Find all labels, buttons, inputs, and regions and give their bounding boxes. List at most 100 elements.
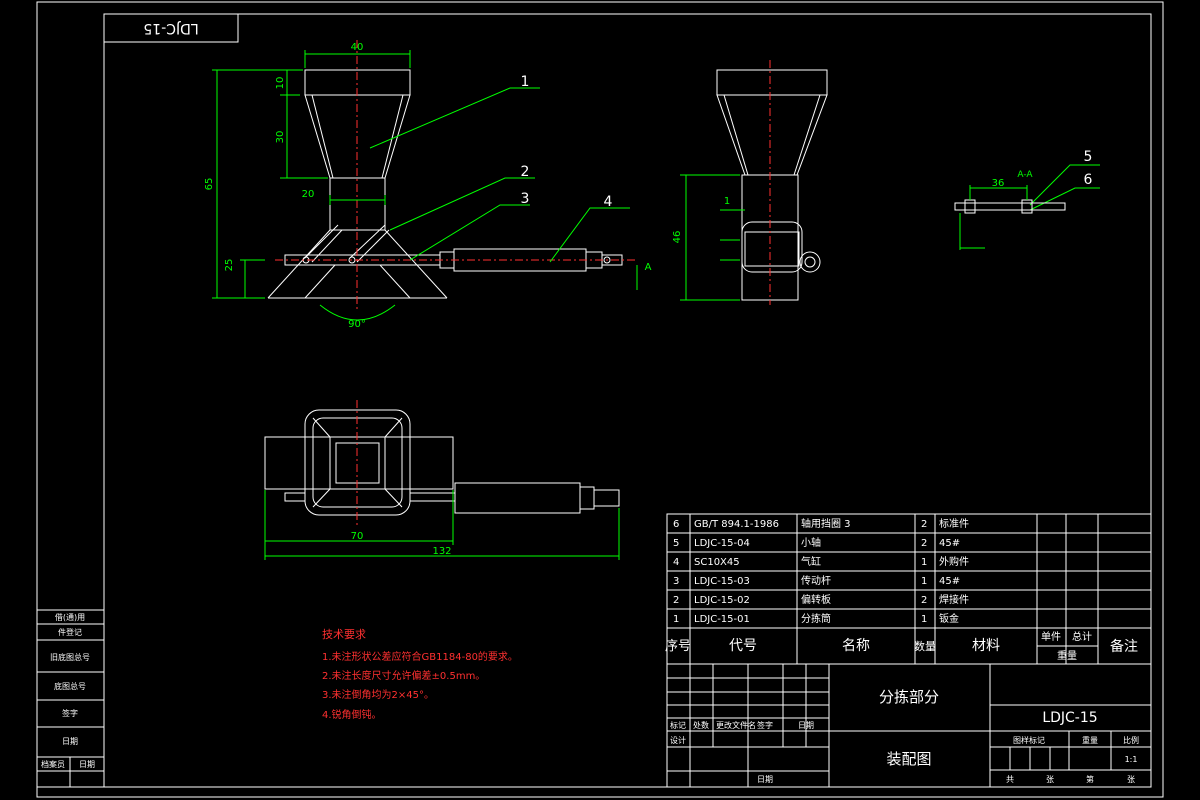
tech-req-item-4: 4.锐角倒钝。	[322, 708, 382, 721]
side-view	[716, 69, 828, 301]
stamp-box	[103, 13, 239, 43]
bom-cell-code: LDJC-15-01	[694, 614, 750, 625]
dim-65: 65	[204, 178, 215, 191]
tech-req-item-1: 1.未注形状公差应符合GB1184-80的要求。	[322, 650, 518, 663]
bom-cell-qty: 2	[921, 519, 927, 530]
bom-cell-no: 4	[673, 557, 679, 568]
dim-40: 40	[351, 42, 364, 53]
dim-30: 30	[275, 131, 286, 144]
top-view	[264, 409, 620, 516]
inner-frame	[103, 13, 1152, 788]
side-item-2: 件登记	[58, 627, 82, 637]
bom-cell-name: 偏转板	[801, 593, 831, 606]
tb-page-unit: 张	[1127, 775, 1135, 784]
tb-page: 第	[1086, 774, 1094, 784]
dim-10: 10	[275, 77, 286, 90]
bom-cell-qty: 1	[921, 557, 927, 568]
bom-header-remark: 备注	[1110, 638, 1138, 655]
tb-sheet: 张	[1046, 775, 1054, 784]
bom-cell-name: 小轴	[801, 536, 821, 549]
balloon-6: 6	[1084, 172, 1093, 188]
side-item-5: 签字	[62, 708, 78, 718]
tb-weight: 重量	[1082, 735, 1098, 745]
bom-cell-code: LDJC-15-03	[694, 576, 750, 587]
tech-req-item-3: 3.未注倒角均为2×45°。	[322, 688, 434, 701]
balloon-3: 3	[521, 191, 530, 207]
title-name: 分拣部分	[879, 688, 939, 706]
leader-lines	[369, 87, 1100, 263]
bom-cell-name: 分拣筒	[801, 612, 831, 625]
dim-46: 46	[672, 231, 683, 244]
tb-date: 日期	[798, 721, 814, 730]
balloon-1: 1	[521, 74, 530, 90]
side-dimensions	[680, 174, 745, 301]
bom-header-qty: 数量	[914, 640, 936, 653]
bom-cell-material: 45#	[939, 576, 960, 587]
side-panel	[36, 609, 105, 788]
bom-cell-material: 外购件	[939, 555, 969, 568]
bom-header-total: 总计	[1072, 630, 1092, 643]
side-item-8: 日期	[79, 760, 95, 769]
dim-20: 20	[302, 189, 315, 200]
bom-cell-code: GB/T 894.1-1986	[694, 519, 779, 530]
bom-cell-code: LDJC-15-04	[694, 538, 750, 549]
tb-mark: 标记	[670, 720, 686, 730]
title-block	[666, 663, 1152, 788]
bom-header-code: 代号	[729, 638, 757, 654]
outer-frame	[36, 1, 1164, 798]
dim-132: 132	[432, 546, 451, 557]
bom-cell-code: SC10X45	[694, 557, 740, 568]
balloon-5: 5	[1084, 149, 1093, 165]
tb-scale-label: 比例	[1123, 735, 1139, 745]
bom-header-material: 材料	[972, 638, 1000, 654]
bom-cell-no: 1	[673, 614, 679, 625]
bom-cell-code: LDJC-15-02	[694, 595, 750, 606]
bom-cell-material: 钣金	[939, 612, 959, 625]
bom-cell-name: 轴用挡圈 3	[801, 517, 851, 530]
balloon-4: 4	[604, 194, 613, 210]
bom-header-weight: 重量	[1057, 649, 1077, 662]
bom-header-name: 名称	[842, 638, 870, 654]
tb-stage: 图样标记	[1013, 735, 1045, 745]
tb-sheets: 共	[1006, 775, 1014, 784]
stamp-text: LDJC-15	[143, 20, 198, 36]
tb-count: 处数	[693, 720, 709, 730]
bom-cell-qty: 1	[921, 614, 927, 625]
tb-scale: 1:1	[1125, 755, 1138, 764]
bom-cell-material: 45#	[939, 538, 960, 549]
dim-70: 70	[351, 531, 364, 542]
bom-header-no: 序号	[665, 639, 691, 654]
side-item-3: 旧底图总号	[50, 652, 90, 662]
tb-doc: 更改文件名	[716, 720, 756, 730]
detail-dimensions	[959, 185, 1028, 250]
tb-date2: 日期	[757, 775, 773, 784]
balloon-2: 2	[521, 164, 530, 180]
dim-1: 1	[724, 196, 730, 207]
bom-cell-no: 6	[673, 519, 679, 530]
bom-cell-name: 传动杆	[801, 575, 831, 587]
dim-25: 25	[224, 259, 235, 272]
front-dimensions	[212, 50, 638, 321]
side-item-1: 借(通)用	[55, 612, 85, 622]
bom-header-unit: 单件	[1041, 631, 1061, 643]
detail-aa	[954, 199, 1066, 214]
bom-cell-qty: 2	[921, 595, 927, 606]
dim-36: 36	[992, 178, 1005, 189]
bom-cell-no: 3	[673, 576, 679, 587]
drawing-code: LDJC-15	[1042, 710, 1097, 726]
bom-cell-material: 焊接件	[939, 593, 969, 606]
title-type: 装配图	[886, 750, 931, 768]
side-item-4: 底图总号	[54, 681, 86, 691]
tb-sign: 签字	[757, 720, 773, 730]
section-label-a: A	[645, 262, 652, 273]
tech-req-title: 技术要求	[322, 628, 366, 641]
bom-cell-no: 5	[673, 538, 679, 549]
side-item-7: 档案员	[41, 759, 65, 769]
side-item-6: 日期	[62, 737, 78, 746]
section-aa-label: A-A	[1017, 170, 1033, 180]
bom-cell-no: 2	[673, 595, 679, 606]
bom-cell-name: 气缸	[801, 555, 821, 568]
front-view	[267, 69, 623, 299]
